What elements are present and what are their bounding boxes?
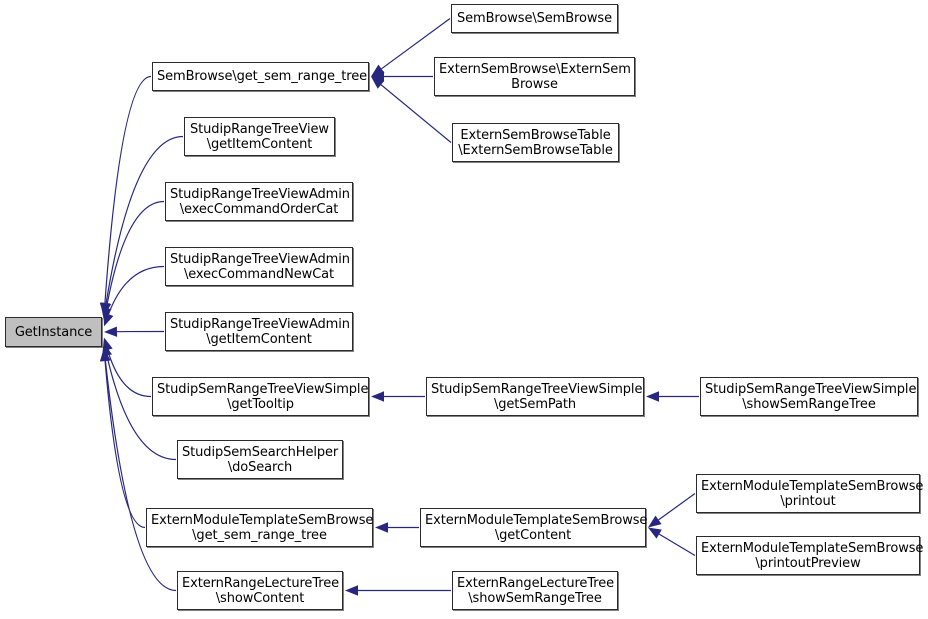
graph-node-label: ExternRangeLectureTree \showSemRangeTree — [457, 575, 614, 606]
graph-node-moduletpl-get-range[interactable]: ExternModuleTemplateSemBrowse \get_sem_r… — [146, 508, 373, 547]
graph-edge-arrowhead — [648, 527, 662, 539]
graph-edge-arrowhead — [103, 312, 114, 327]
graph-edge-line — [658, 493, 696, 521]
graph-node-label: StudipRangeTreeViewAdmin \execCommandNew… — [170, 251, 350, 282]
graph-node-admin-newcat[interactable]: StudipRangeTreeViewAdmin \execCommandNew… — [165, 247, 353, 286]
graph-node-label: ExternModuleTemplateSemBrowse \printout — [701, 478, 924, 509]
graph-node-label: StudipSemRangeTreeViewSimple \showSemRan… — [705, 381, 917, 412]
graph-edge-line — [107, 349, 152, 398]
graph-edge-arrowhead — [371, 71, 384, 82]
graph-node-moduletpl-printout[interactable]: ExternModuleTemplateSemBrowse \printout — [696, 474, 924, 513]
graph-edge-arrowhead — [375, 522, 388, 533]
graph-node-externsembrowse[interactable]: ExternSemBrowse\ExternSem Browse — [434, 57, 635, 96]
graph-edge-arrowhead — [646, 391, 659, 402]
graph-edge-arrowhead — [648, 515, 662, 528]
graph-node-lecturetree-show[interactable]: ExternRangeLectureTree \showContent — [177, 571, 343, 610]
graph-node-rangetreeview-item[interactable]: StudipRangeTreeView \getItemContent — [184, 117, 335, 156]
graph-edge-line — [104, 75, 152, 304]
graph-node-simple-showrangetree[interactable]: StudipSemRangeTreeViewSimple \showSemRan… — [700, 377, 918, 416]
graph-node-admin-itemcontent[interactable]: StudipRangeTreeViewAdmin \getItemContent — [165, 312, 353, 351]
graph-node-label: StudipSemRangeTreeViewSimple \getTooltip — [157, 381, 369, 412]
graph-node-label: StudipSemSearchHelper \doSearch — [182, 444, 339, 475]
graph-node-simple-sempath[interactable]: StudipSemRangeTreeViewSimple \getSemPath — [426, 377, 644, 416]
graph-node-simple-tooltip[interactable]: StudipSemRangeTreeViewSimple \getTooltip — [152, 377, 369, 416]
graph-node-label: StudipSemRangeTreeViewSimple \getSemPath — [431, 381, 643, 412]
graph-node-moduletpl-getcontent[interactable]: ExternModuleTemplateSemBrowse \getConten… — [420, 508, 648, 547]
graph-edge-line — [106, 355, 177, 461]
graph-node-label: ExternModuleTemplateSemBrowse \getConten… — [425, 512, 648, 543]
graph-node-moduletpl-printoutprev[interactable]: ExternModuleTemplateSemBrowse \printoutP… — [696, 536, 924, 575]
graph-node-admin-ordercat[interactable]: StudipRangeTreeViewAdmin \execCommandOrd… — [165, 182, 353, 221]
graph-node-searchhelper-dosearch[interactable]: StudipSemSearchHelper \doSearch — [177, 440, 343, 479]
graph-edge-line — [105, 200, 165, 309]
graph-edge-line — [658, 533, 696, 557]
graph-node-label: StudipRangeTreeViewAdmin \getItemContent — [170, 316, 350, 347]
graph-edge-line — [104, 360, 146, 529]
graph-node-label: StudipRangeTreeView \getItemContent — [190, 121, 329, 152]
graph-node-label: ExternModuleTemplateSemBrowse \printoutP… — [701, 540, 924, 571]
graph-node-externsembrowsetable[interactable]: ExternSemBrowseTable \ExternSemBrowseTab… — [452, 123, 619, 162]
graph-node-label: ExternRangeLectureTree \showContent — [182, 575, 339, 606]
graph-edge-arrowhead — [371, 76, 385, 89]
graph-node-label: SemBrowse\SemBrowse — [457, 11, 612, 26]
graph-edge-arrowhead — [100, 348, 111, 362]
graph-node-getinstance[interactable]: GetInstance — [5, 317, 102, 347]
graph-node-label: ExternSemBrowseTable \ExternSemBrowseTab… — [458, 127, 613, 158]
graph-node-label: GetInstance — [14, 324, 93, 340]
graph-edge-arrowhead — [345, 585, 358, 596]
graph-node-label: SemBrowse\get_sem_range_tree — [157, 69, 368, 84]
graph-edge-line — [380, 84, 452, 143]
graph-node-label: ExternSemBrowse\ExternSem Browse — [439, 61, 631, 92]
graph-edge-line — [381, 18, 451, 70]
graph-node-lecturetree-showrange[interactable]: ExternRangeLectureTree \showSemRangeTree — [452, 571, 618, 610]
graph-node-label: ExternModuleTemplateSemBrowse \get_sem_r… — [151, 512, 374, 543]
graph-edge-line — [107, 265, 165, 315]
graph-node-label: StudipRangeTreeViewAdmin \execCommandOrd… — [170, 186, 350, 217]
graph-edge-line — [104, 360, 177, 592]
graph-edge-line — [105, 135, 184, 304]
graph-edge-arrowhead — [371, 391, 384, 402]
graph-node-sembrowse-sembrowse[interactable]: SemBrowse\SemBrowse — [451, 4, 618, 33]
graph-edge-arrowhead — [104, 326, 118, 337]
graph-node-sembrowse-get-range[interactable]: SemBrowse\get_sem_range_tree — [152, 62, 369, 91]
